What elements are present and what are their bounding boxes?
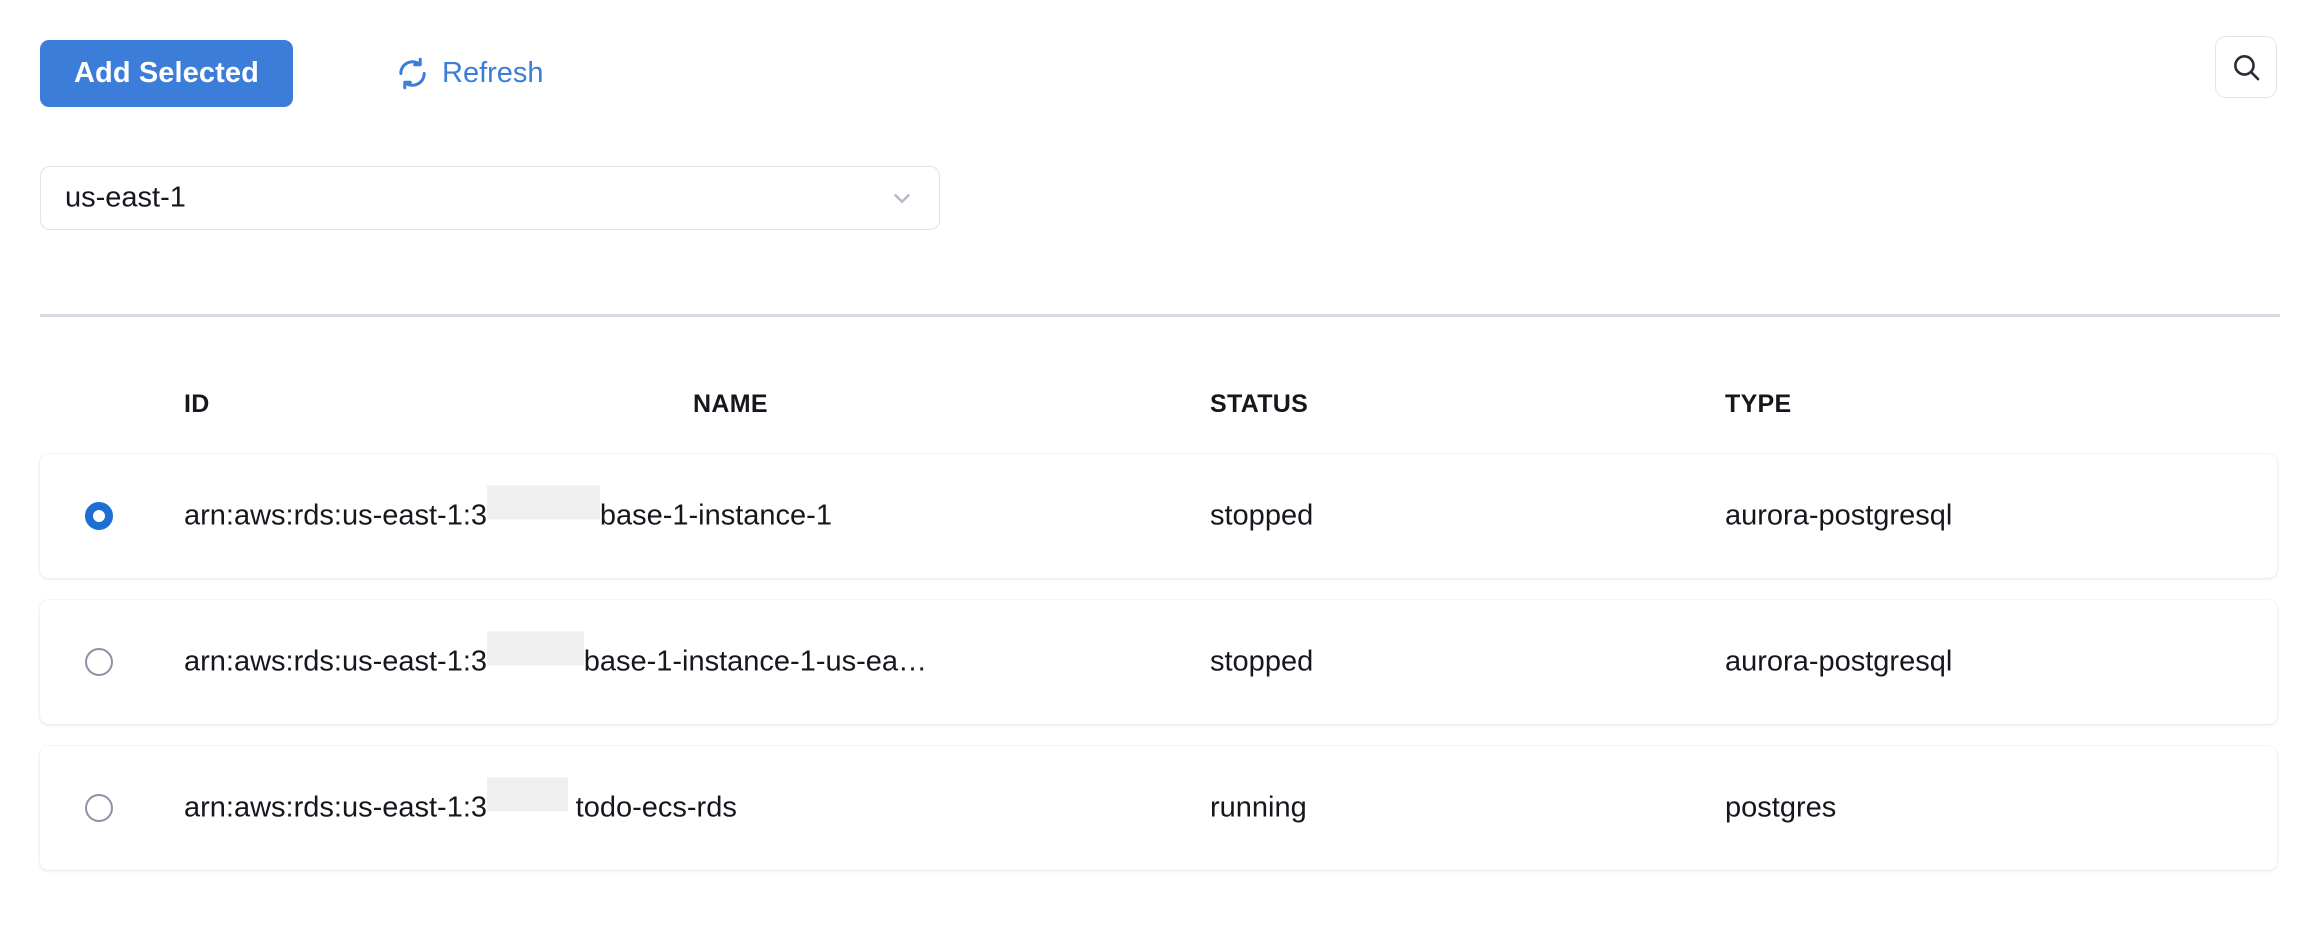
table-row[interactable]: arn:aws:rds:us-east-1:3 todo-ecs-rds runn… (40, 746, 2277, 870)
instances-table: ID NAME STATUS TYPE arn:aws:rds:us-east-… (0, 390, 2298, 892)
cell-status: stopped (1210, 645, 1314, 678)
cell-type: aurora-postgresql (1725, 499, 1953, 532)
add-selected-button[interactable]: Add Selected (40, 40, 293, 107)
cell-id: arn:aws:rds:us-east-1:3 base-1-instance-… (184, 485, 832, 533)
cell-id-prefix: arn:aws:rds:us-east-1:3 (184, 645, 488, 678)
region-select[interactable]: us-east-1 (40, 166, 940, 230)
cell-id-suffix: base-1-instance-1 (599, 499, 832, 532)
cell-status: running (1210, 791, 1307, 824)
search-icon (2230, 51, 2263, 84)
cell-type: postgres (1725, 791, 1837, 824)
row-radio[interactable] (85, 648, 113, 676)
refresh-icon (396, 57, 429, 90)
table-row[interactable]: arn:aws:rds:us-east-1:3 base-1-instance-… (40, 454, 2277, 578)
cell-id-suffix: todo-ecs-rds (567, 791, 737, 824)
section-divider (40, 314, 2280, 317)
column-header-type: TYPE (1725, 390, 1792, 418)
refresh-label: Refresh (442, 57, 544, 89)
region-select-value: us-east-1 (65, 181, 186, 214)
cell-id-prefix: arn:aws:rds:us-east-1:3 (184, 499, 488, 532)
column-header-status: STATUS (1210, 390, 1309, 418)
cell-type: aurora-postgresql (1725, 645, 1953, 678)
refresh-button[interactable]: Refresh (396, 40, 544, 107)
table-body: arn:aws:rds:us-east-1:3 base-1-instance-… (0, 454, 2298, 870)
cell-id: arn:aws:rds:us-east-1:3 todo-ecs-rds (184, 777, 737, 825)
column-header-name: NAME (693, 390, 768, 418)
toolbar: Add Selected Refresh (0, 0, 2298, 120)
cell-status: stopped (1210, 499, 1314, 532)
row-radio[interactable] (85, 794, 113, 822)
table-header-row: ID NAME STATUS TYPE (0, 390, 2298, 452)
row-radio[interactable] (85, 502, 113, 530)
cell-id: arn:aws:rds:us-east-1:3 base-1-instance-… (184, 631, 928, 679)
cell-id-redacted-account (487, 631, 584, 679)
cell-id-prefix: arn:aws:rds:us-east-1:3 (184, 791, 488, 824)
cell-id-redacted-account (487, 777, 568, 825)
search-button[interactable] (2215, 36, 2277, 98)
cell-id-suffix: base-1-instance-1-us-ea… (583, 645, 928, 678)
cell-id-redacted-account (487, 485, 600, 533)
table-row[interactable]: arn:aws:rds:us-east-1:3 base-1-instance-… (40, 600, 2277, 724)
column-header-id: ID (184, 390, 210, 418)
